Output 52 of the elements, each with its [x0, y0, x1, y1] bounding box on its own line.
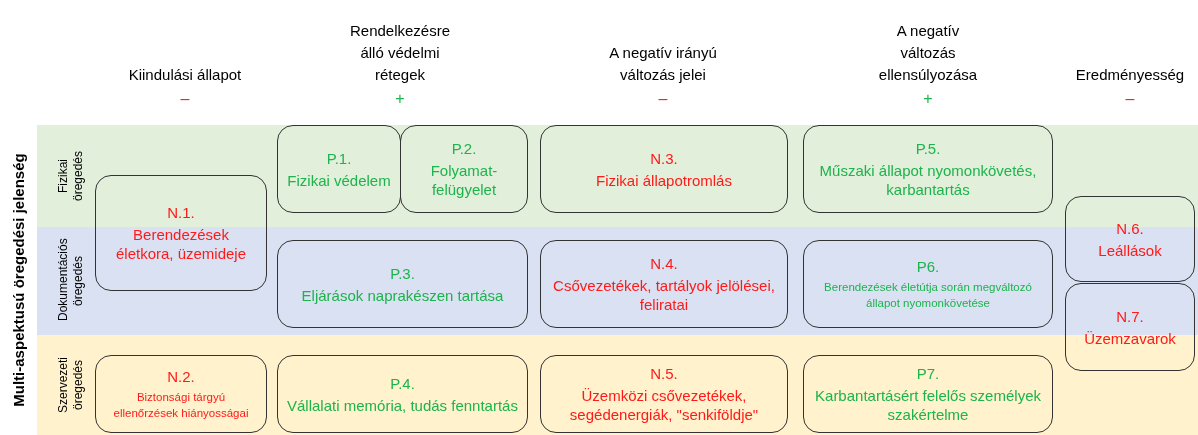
row-label: Fizikai öregedés — [56, 150, 86, 204]
box-code: N.2. — [167, 367, 195, 386]
box-code: N.1. — [167, 203, 195, 222]
box-text: Eljárások naprakészen tartása — [301, 285, 504, 305]
vertical-title: Multi-aspektusú öregedési jelenség — [9, 153, 27, 407]
box-code: N.5. — [650, 364, 678, 383]
box-text: Fizikai állapotromlás — [596, 170, 732, 190]
box-text: Berendezések életkora, üzemideje — [114, 225, 248, 263]
rounded-box — [1065, 196, 1195, 282]
box-code: P7. — [916, 364, 940, 383]
box-text: Vállalati memória, tudás fenntartás — [287, 395, 518, 415]
rounded-box — [277, 355, 528, 433]
minus-sign: – — [180, 90, 190, 108]
plus-sign: + — [395, 90, 405, 108]
rounded-box — [540, 240, 788, 328]
box-code: P.4. — [390, 373, 415, 393]
box-text: Biztonsági tárgyú ellenőrzések hiányosságai — [112, 390, 250, 421]
box-code: P6. — [916, 257, 940, 276]
box-text: Fizikai védelem — [287, 170, 391, 190]
box-code: P.5. — [915, 139, 941, 158]
rounded-box — [803, 125, 1053, 213]
box-code: P.1. — [326, 148, 352, 168]
box-text: Karbantartásért felelős személyek szakértelme — [814, 386, 1042, 424]
box-code: N.3. — [650, 148, 678, 168]
rounded-box — [803, 240, 1053, 328]
plus-sign: + — [923, 90, 933, 108]
box-text: Csővezetékek, tartályok jelölései, feliratai — [552, 276, 776, 314]
rounded-box — [540, 355, 788, 433]
box-code: P.2. — [451, 139, 477, 158]
rounded-box — [803, 355, 1053, 433]
box-code: N.7. — [1116, 306, 1144, 326]
column-header: A negatív irányú változás jelei — [608, 43, 718, 85]
column-header: Kiindulási állapot — [127, 65, 243, 85]
rounded-box — [277, 240, 528, 328]
row-label: Szervezeti öregedés — [56, 356, 86, 415]
column-header: Eredményesség — [1074, 65, 1186, 85]
box-text: Műszaki állapot nyomonkövetés, karbantartás — [818, 161, 1038, 199]
box-text: Berendezések életútja során megváltozó állapot nyomonkövetése — [823, 280, 1033, 311]
box-text: Üzemközi csővezetékek, segédenergiák, "senkiföldje" — [568, 386, 760, 424]
rounded-box — [400, 125, 528, 213]
box-text: Leállások — [1098, 240, 1162, 260]
minus-sign: – — [658, 90, 668, 108]
box-text: Folyamat-felügyelet — [429, 161, 499, 199]
minus-sign: – — [1125, 90, 1135, 108]
box-code: N.6. — [1116, 218, 1144, 238]
column-header: A negatív változás ellensúlyozása — [877, 21, 979, 85]
rounded-box — [540, 125, 788, 213]
box-text: Üzemzavarok — [1084, 328, 1176, 348]
box-code: P.3. — [390, 263, 415, 283]
box-code: N.4. — [650, 254, 678, 273]
rounded-box — [95, 355, 267, 433]
column-header: Rendelkezésre álló védelmi rétegek — [348, 21, 452, 85]
